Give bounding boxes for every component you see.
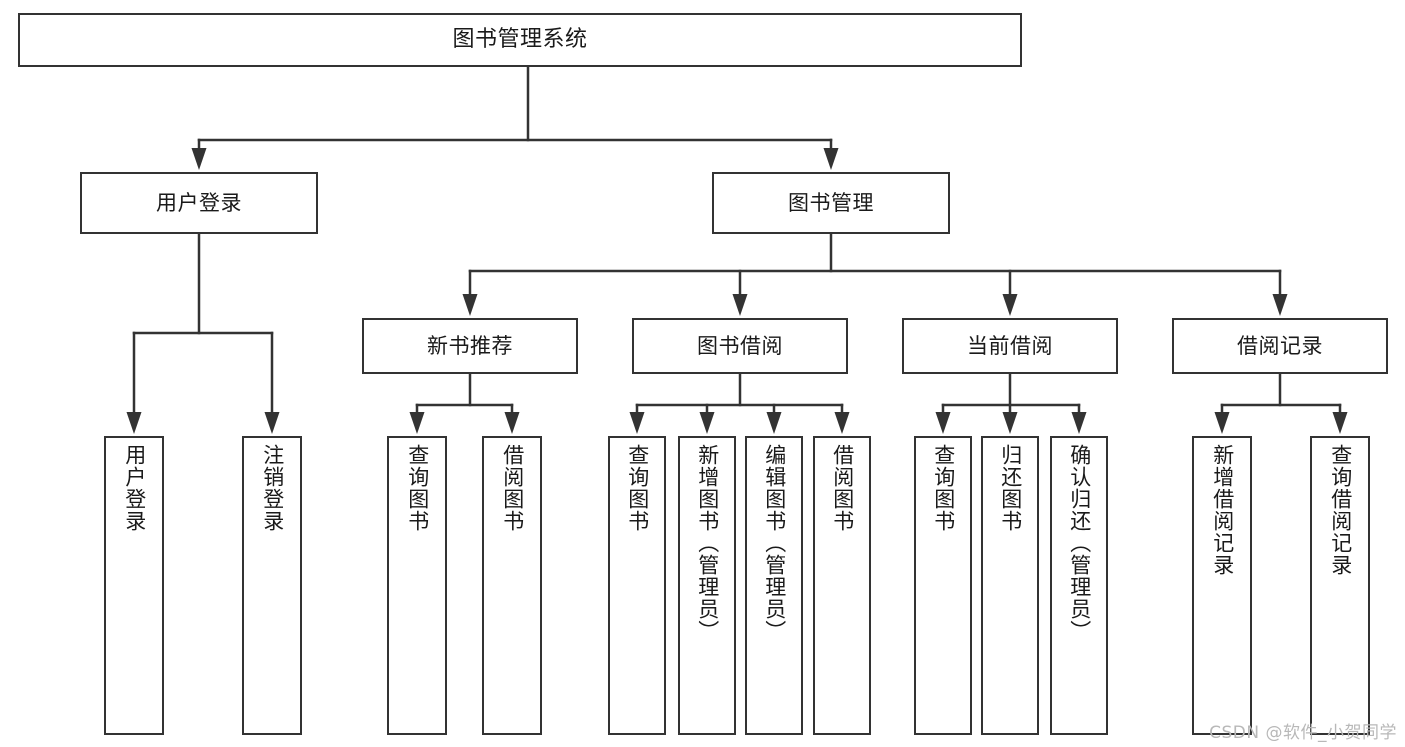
edge-book-management-arrow-1-head (462, 294, 478, 316)
node-leaf-borrow-book-2-label: 借阅图书 (830, 444, 855, 532)
node-leaf-confirm-return-admin-label: 确认归还（管理员） (1067, 444, 1092, 642)
edge-book-borrow-arrow-4-head (834, 412, 850, 434)
edge-user-login-arrow-2-head (264, 412, 280, 434)
edge-root-arrow-2-head (823, 148, 839, 170)
edge-book-management-arrow-2-head (732, 294, 748, 316)
node-book-management-label: 图书管理 (788, 190, 874, 215)
node-leaf-add-book-admin-label: 新增图书（管理员） (695, 444, 720, 642)
node-leaf-return-book-label: 归还图书 (998, 444, 1023, 532)
watermark-text: CSDN @软件_小贺同学 (1209, 723, 1397, 743)
node-leaf-query-borrow-record: 查询借阅记录 (1310, 436, 1370, 735)
edge-book-management-arrow-4-head (1272, 294, 1288, 316)
node-new-book-recommend: 新书推荐 (362, 318, 578, 374)
node-leaf-borrow-book-1: 借阅图书 (482, 436, 542, 735)
node-leaf-edit-book-admin: 编辑图书（管理员） (745, 436, 803, 735)
node-leaf-add-borrow-record: 新增借阅记录 (1192, 436, 1252, 735)
node-leaf-query-book-3: 查询图书 (914, 436, 972, 735)
edge-user-login-arrow-1-head (126, 412, 142, 434)
node-book-management: 图书管理 (712, 172, 950, 234)
node-leaf-confirm-return-admin: 确认归还（管理员） (1050, 436, 1108, 735)
node-leaf-return-book: 归还图书 (981, 436, 1039, 735)
node-user-login: 用户登录 (80, 172, 318, 234)
node-leaf-user-login: 用户登录 (104, 436, 164, 735)
edge-current-borrow-arrow-1-head (935, 412, 951, 434)
node-leaf-borrow-book-1-label: 借阅图书 (500, 444, 525, 532)
node-leaf-query-book-1-label: 查询图书 (405, 444, 430, 532)
edge-book-management-arrow-3-head (1002, 294, 1018, 316)
node-new-book-recommend-label: 新书推荐 (427, 333, 513, 358)
node-book-borrow: 图书借阅 (632, 318, 848, 374)
edge-new-book-recommend-arrow-2-head (504, 412, 520, 434)
node-leaf-add-borrow-record-label: 新增借阅记录 (1210, 444, 1235, 576)
node-current-borrow: 当前借阅 (902, 318, 1118, 374)
node-user-login-label: 用户登录 (156, 190, 242, 215)
edge-borrow-records-arrow-2-head (1332, 412, 1348, 434)
node-leaf-query-borrow-record-label: 查询借阅记录 (1328, 444, 1353, 576)
edge-current-borrow-arrow-3-head (1071, 412, 1087, 434)
node-leaf-add-book-admin: 新增图书（管理员） (678, 436, 736, 735)
node-leaf-query-book-3-label: 查询图书 (931, 444, 956, 532)
node-root-图书管理系统: 图书管理系统 (18, 13, 1022, 67)
node-book-borrow-label: 图书借阅 (697, 333, 783, 358)
edge-new-book-recommend-arrow-1-head (409, 412, 425, 434)
edge-book-borrow-arrow-2-head (699, 412, 715, 434)
node-leaf-query-book-2: 查询图书 (608, 436, 666, 735)
node-leaf-query-book-2-label: 查询图书 (625, 444, 650, 532)
node-leaf-user-login-label: 用户登录 (122, 444, 147, 532)
node-root-图书管理系统-label: 图书管理系统 (452, 27, 588, 53)
node-leaf-borrow-book-2: 借阅图书 (813, 436, 871, 735)
edge-borrow-records-arrow-1-head (1214, 412, 1230, 434)
node-borrow-records: 借阅记录 (1172, 318, 1388, 374)
edge-book-borrow-arrow-1-head (629, 412, 645, 434)
node-current-borrow-label: 当前借阅 (967, 333, 1053, 358)
node-leaf-query-book-1: 查询图书 (387, 436, 447, 735)
edge-root-arrow-1-head (191, 148, 207, 170)
node-leaf-user-logout: 注销登录 (242, 436, 302, 735)
node-borrow-records-label: 借阅记录 (1237, 333, 1323, 358)
node-leaf-user-logout-label: 注销登录 (260, 444, 285, 532)
edge-current-borrow-arrow-2-head (1002, 412, 1018, 434)
node-leaf-edit-book-admin-label: 编辑图书（管理员） (762, 444, 787, 642)
edge-book-borrow-arrow-3-head (766, 412, 782, 434)
